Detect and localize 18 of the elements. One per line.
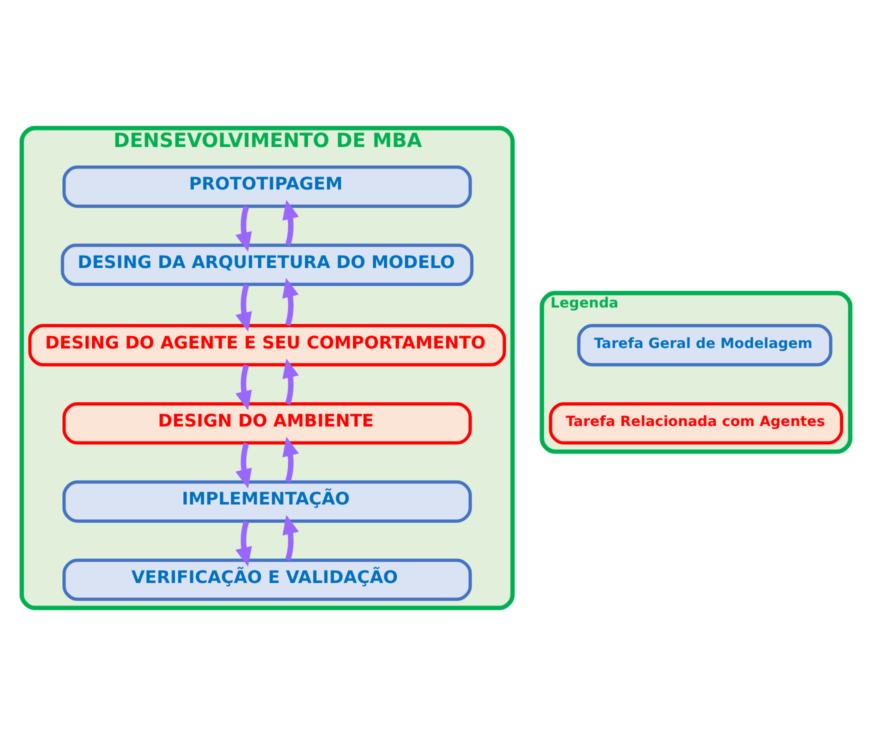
node-box: Tarefa Relacionada com Agentes xyxy=(548,402,844,445)
node-box: DESING DO AGENTE E SEU COMPORTAMENTO xyxy=(28,324,506,366)
node-box: DESING DA ARQUITETURA DO MODELO xyxy=(60,244,474,286)
arrow xyxy=(236,284,252,332)
node-box: VERIFICAÇÃO E VALIDAÇÃO xyxy=(62,558,472,601)
node-box: IMPLEMENTAÇÃO xyxy=(62,480,472,523)
arrow xyxy=(282,278,299,326)
arrow xyxy=(235,442,252,488)
node-box: DESIGN DO AMBIENTE xyxy=(62,402,472,445)
arrow xyxy=(282,436,299,483)
node-box: Tarefa Geral de Modelagem xyxy=(577,324,832,366)
arrow xyxy=(235,520,252,567)
arrow xyxy=(282,358,299,405)
arrow xyxy=(282,200,299,246)
arrow xyxy=(235,206,252,252)
arrow xyxy=(235,364,252,410)
arrow xyxy=(282,514,299,561)
node-box: PROTOTIPAGEM xyxy=(62,166,472,208)
